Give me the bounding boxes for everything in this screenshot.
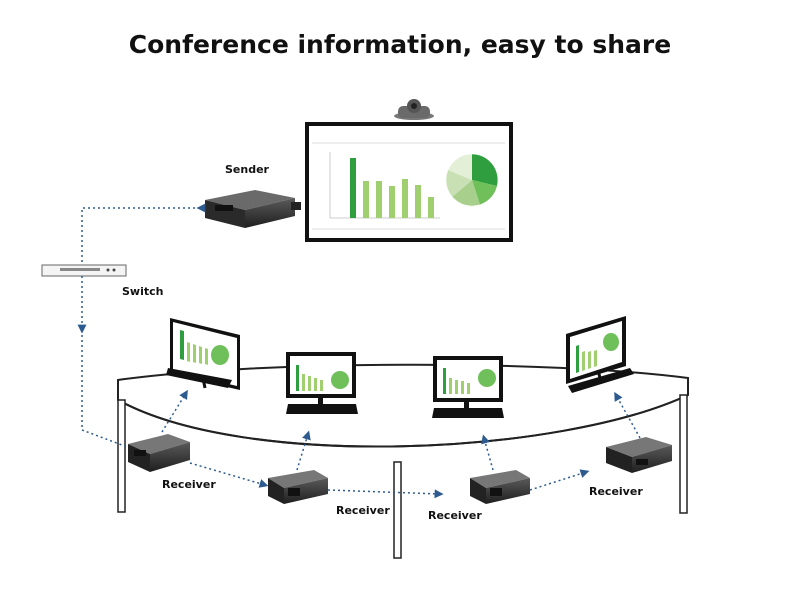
page-title: Conference information, easy to share [128,30,672,59]
main-pie-chart [445,153,499,207]
conference-table [117,363,689,559]
hdmi-receiver-3 [470,470,530,504]
receiver-label-3: Receiver [428,509,482,522]
main-bar-7 [428,197,434,218]
camera-icon [394,99,434,120]
main-bar-3 [376,181,382,218]
cables [77,203,641,499]
monitor-icon-4 [566,316,634,393]
large-display-icon [305,122,513,242]
receiver-label-2: Receiver [336,504,390,517]
receiver-label-1: Receiver [162,478,216,491]
main-bar-5 [402,179,408,218]
monitor-icon-3 [432,356,504,418]
sender-label: Sender [225,163,269,176]
main-bar-4 [389,186,395,218]
main-bar-chart [350,158,434,218]
hdmi-receiver-4 [606,437,672,473]
main-bar-2 [363,181,369,218]
main-bar-6 [415,185,421,218]
switch-label: Switch [122,285,164,298]
monitor-icon-2 [286,352,358,414]
network-switch-icon [41,264,127,277]
hdmi-receiver-1 [128,434,190,472]
hdmi-sender-icon [205,190,301,228]
receiver-label-4: Receiver [589,485,643,498]
monitor-icon-1 [166,318,240,390]
main-bar-1 [350,158,356,218]
hdmi-receiver-2 [268,470,328,504]
